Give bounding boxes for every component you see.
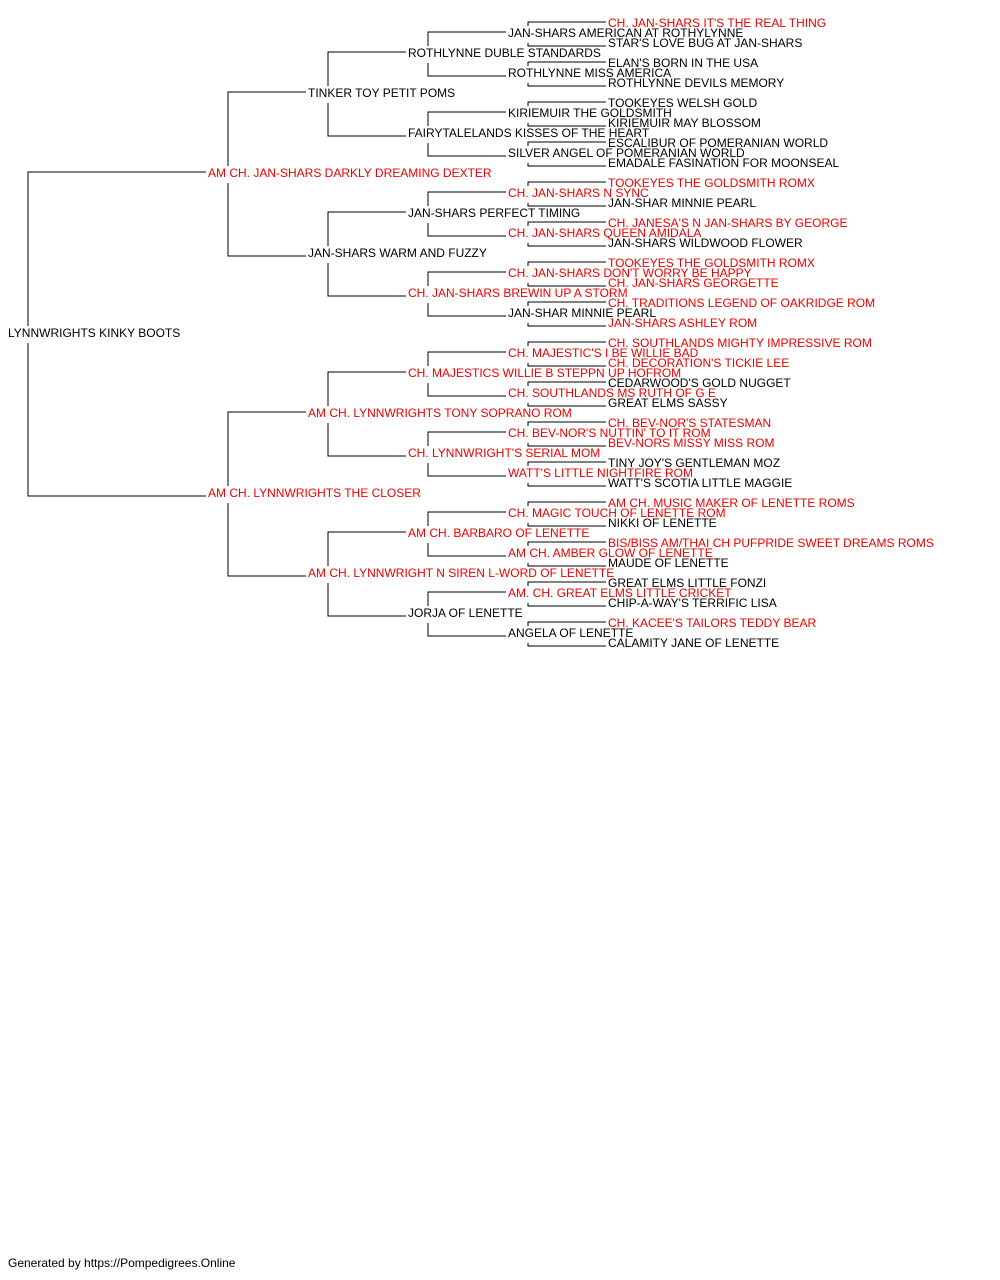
- pedigree-connector: [27, 171, 206, 497]
- pedigree-connector: [427, 271, 506, 317]
- ancestor-name: CH. JAN-SHARS GEORGETTE: [608, 276, 779, 290]
- ancestor-name: CH. TRADITIONS LEGEND OF OAKRIDGE ROM: [608, 296, 875, 310]
- ancestor-name: ROTHLYNNE MISS AMERICA: [508, 66, 671, 80]
- pedigree-connector: [527, 21, 606, 47]
- ancestor-name: KIRIEMUIR MAY BLOSSOM: [608, 116, 761, 130]
- ancestor-name: CH. BEV-NOR'S STATESMAN: [608, 416, 771, 430]
- pedigree-connector: [227, 91, 306, 257]
- ancestor-name: CHIP-A-WAY'S TERRIFIC LISA: [608, 596, 777, 610]
- ancestor-name: CH. JAN-SHARS IT'S THE REAL THING: [608, 16, 826, 30]
- pedigree-connector: [427, 111, 506, 157]
- pedigree-connector: [527, 221, 606, 247]
- pedigree-connector: [427, 351, 506, 397]
- pedigree-connector: [427, 511, 506, 557]
- ancestor-name: JAN-SHARS WILDWOOD FLOWER: [608, 236, 803, 250]
- ancestor-name: JAN-SHAR MINNIE PEARL: [608, 196, 756, 210]
- pedigree-connector: [327, 531, 406, 617]
- ancestor-name: CH. JAN-SHARS N SYNC: [508, 186, 649, 200]
- ancestor-name: JAN-SHAR MINNIE PEARL: [508, 306, 656, 320]
- ancestor-name: JAN-SHARS PERFECT TIMING: [408, 206, 580, 220]
- pedigree-connector: [327, 371, 406, 457]
- ancestor-name: NIKKI OF LENETTE: [608, 516, 717, 530]
- pedigree-connector: [527, 141, 606, 167]
- ancestor-name: AM CH. JAN-SHARS DARKLY DREAMING DEXTER: [208, 166, 492, 180]
- ancestor-name: CEDARWOOD'S GOLD NUGGET: [608, 376, 791, 390]
- ancestor-name: AM CH. AMBER GLOW OF LENETTE: [508, 546, 713, 560]
- pedigree-connector: [527, 461, 606, 487]
- ancestor-name: GREAT ELMS SASSY: [608, 396, 728, 410]
- ancestor-name: CH. MAJESTICS WILLIE B STEPPN UP HOFROM: [408, 366, 681, 380]
- ancestor-name: JAN-SHARS ASHLEY ROM: [608, 316, 757, 330]
- ancestor-name: FAIRYTALELANDS KISSES OF THE HEART: [408, 126, 650, 140]
- pedigree-connector: [527, 261, 606, 287]
- ancestor-name: AM CH. LYNNWRIGHT N SIREN L-WORD OF LENE…: [308, 566, 614, 580]
- ancestor-name: CH. JAN-SHARS QUEEN AMIDALA: [508, 226, 701, 240]
- ancestor-name: AM CH. BARBARO OF LENETTE: [408, 526, 589, 540]
- ancestor-name: ESCALIBUR OF POMERANIAN WORLD: [608, 136, 828, 150]
- pedigree-connector: [527, 181, 606, 207]
- pedigree-connector: [427, 31, 506, 77]
- ancestor-name: SILVER ANGEL OF POMERANIAN WORLD: [508, 146, 745, 160]
- pedigree-connector: [327, 51, 406, 137]
- pedigree-connector: [527, 381, 606, 407]
- pedigree-connector: [427, 191, 506, 237]
- ancestor-name: JAN-SHARS WARM AND FUZZY: [308, 246, 487, 260]
- ancestor-name: STAR'S LOVE BUG AT JAN-SHARS: [608, 36, 802, 50]
- pedigree-connector: [427, 431, 506, 477]
- ancestor-name: CH. JANESA'S N JAN-SHARS BY GEORGE: [608, 216, 847, 230]
- ancestor-name: EMADALE FASINATION FOR MOONSEAL: [608, 156, 839, 170]
- ancestor-name: CH. JAN-SHARS BREWIN UP A STORM: [408, 286, 628, 300]
- pedigree-connector: [527, 61, 606, 87]
- pedigree-connector: [227, 411, 306, 577]
- ancestor-name: AM. CH. GREAT ELMS LITTLE CRICKET: [508, 586, 732, 600]
- pedigree-connector: [327, 211, 406, 297]
- ancestor-name: GREAT ELMS LITTLE FONZI: [608, 576, 766, 590]
- ancestor-name: BIS/BISS AM/THAI CH PUFPRIDE SWEET DREAM…: [608, 536, 934, 550]
- ancestor-name: ROTHLYNNE DEVILS MEMORY: [608, 76, 784, 90]
- footer-credit: Generated by https://Pompedigrees.Online: [8, 1256, 236, 1270]
- ancestor-name: CALAMITY JANE OF LENETTE: [608, 636, 779, 650]
- pedigree-connector: [427, 591, 506, 637]
- ancestor-name: CH. BEV-NOR'S NUTTIN' TO IT ROM: [508, 426, 711, 440]
- ancestor-name: JORJA OF LENETTE: [408, 606, 523, 620]
- ancestor-name: CH. MAGIC TOUCH OF LENETTE ROM: [508, 506, 726, 520]
- pedigree-connector: [527, 341, 606, 367]
- ancestor-name: CH. KACEE'S TAILORS TEDDY BEAR: [608, 616, 816, 630]
- ancestor-name: CH. DECORATION'S TICKIE LEE: [608, 356, 789, 370]
- ancestor-name: AM CH. MUSIC MAKER OF LENETTE ROMS: [608, 496, 855, 510]
- ancestor-name: ELAN'S BORN IN THE USA: [608, 56, 758, 70]
- ancestor-name: MAUDE OF LENETTE: [608, 556, 729, 570]
- ancestor-name: WATT'S SCOTIA LITTLE MAGGIE: [608, 476, 792, 490]
- ancestor-name: AM CH. LYNNWRIGHTS TONY SOPRANO ROM: [308, 406, 572, 420]
- pedigree-connector: [527, 581, 606, 607]
- pedigree-connector: [527, 301, 606, 327]
- ancestor-name: CH. LYNNWRIGHT'S SERIAL MOM: [408, 446, 600, 460]
- ancestor-name: ANGELA OF LENETTE: [508, 626, 633, 640]
- ancestor-name: WATT'S LITTLE NIGHTFIRE ROM: [508, 466, 693, 480]
- pedigree-connector: [527, 541, 606, 567]
- ancestor-name: ROTHLYNNE DUBLE STANDARDS: [408, 46, 601, 60]
- ancestor-name: CH. SOUTHLANDS MS RUTH OF G E: [508, 386, 716, 400]
- ancestor-name: TOOKEYES THE GOLDSMITH ROMX: [608, 256, 815, 270]
- ancestor-name: KIRIEMUIR THE GOLDSMITH: [508, 106, 672, 120]
- pedigree-connector: [527, 501, 606, 527]
- pedigree-connector: [527, 101, 606, 127]
- ancestor-name: CH. SOUTHLANDS MIGHTY IMPRESSIVE ROM: [608, 336, 872, 350]
- pedigree-connector: [527, 421, 606, 447]
- ancestor-name: AM CH. LYNNWRIGHTS THE CLOSER: [208, 486, 421, 500]
- ancestor-name: JAN-SHARS AMERICAN AT ROTHYLYNNE: [508, 26, 743, 40]
- pedigree-connector: [527, 621, 606, 647]
- ancestor-name: CH. JAN-SHARS DON'T WORRY BE HAPPY: [508, 266, 752, 280]
- ancestor-name: TOOKEYES WELSH GOLD: [608, 96, 757, 110]
- ancestor-name: TOOKEYES THE GOLDSMITH ROMX: [608, 176, 815, 190]
- ancestor-name: BEV-NORS MISSY MISS ROM: [608, 436, 774, 450]
- ancestor-name: TINY JOY'S GENTLEMAN MOZ: [608, 456, 780, 470]
- ancestor-name: TINKER TOY PETIT POMS: [308, 86, 455, 100]
- subject-name: LYNNWRIGHTS KINKY BOOTS: [8, 326, 180, 340]
- ancestor-name: CH. MAJESTIC'S I BE WILLIE BAD: [508, 346, 699, 360]
